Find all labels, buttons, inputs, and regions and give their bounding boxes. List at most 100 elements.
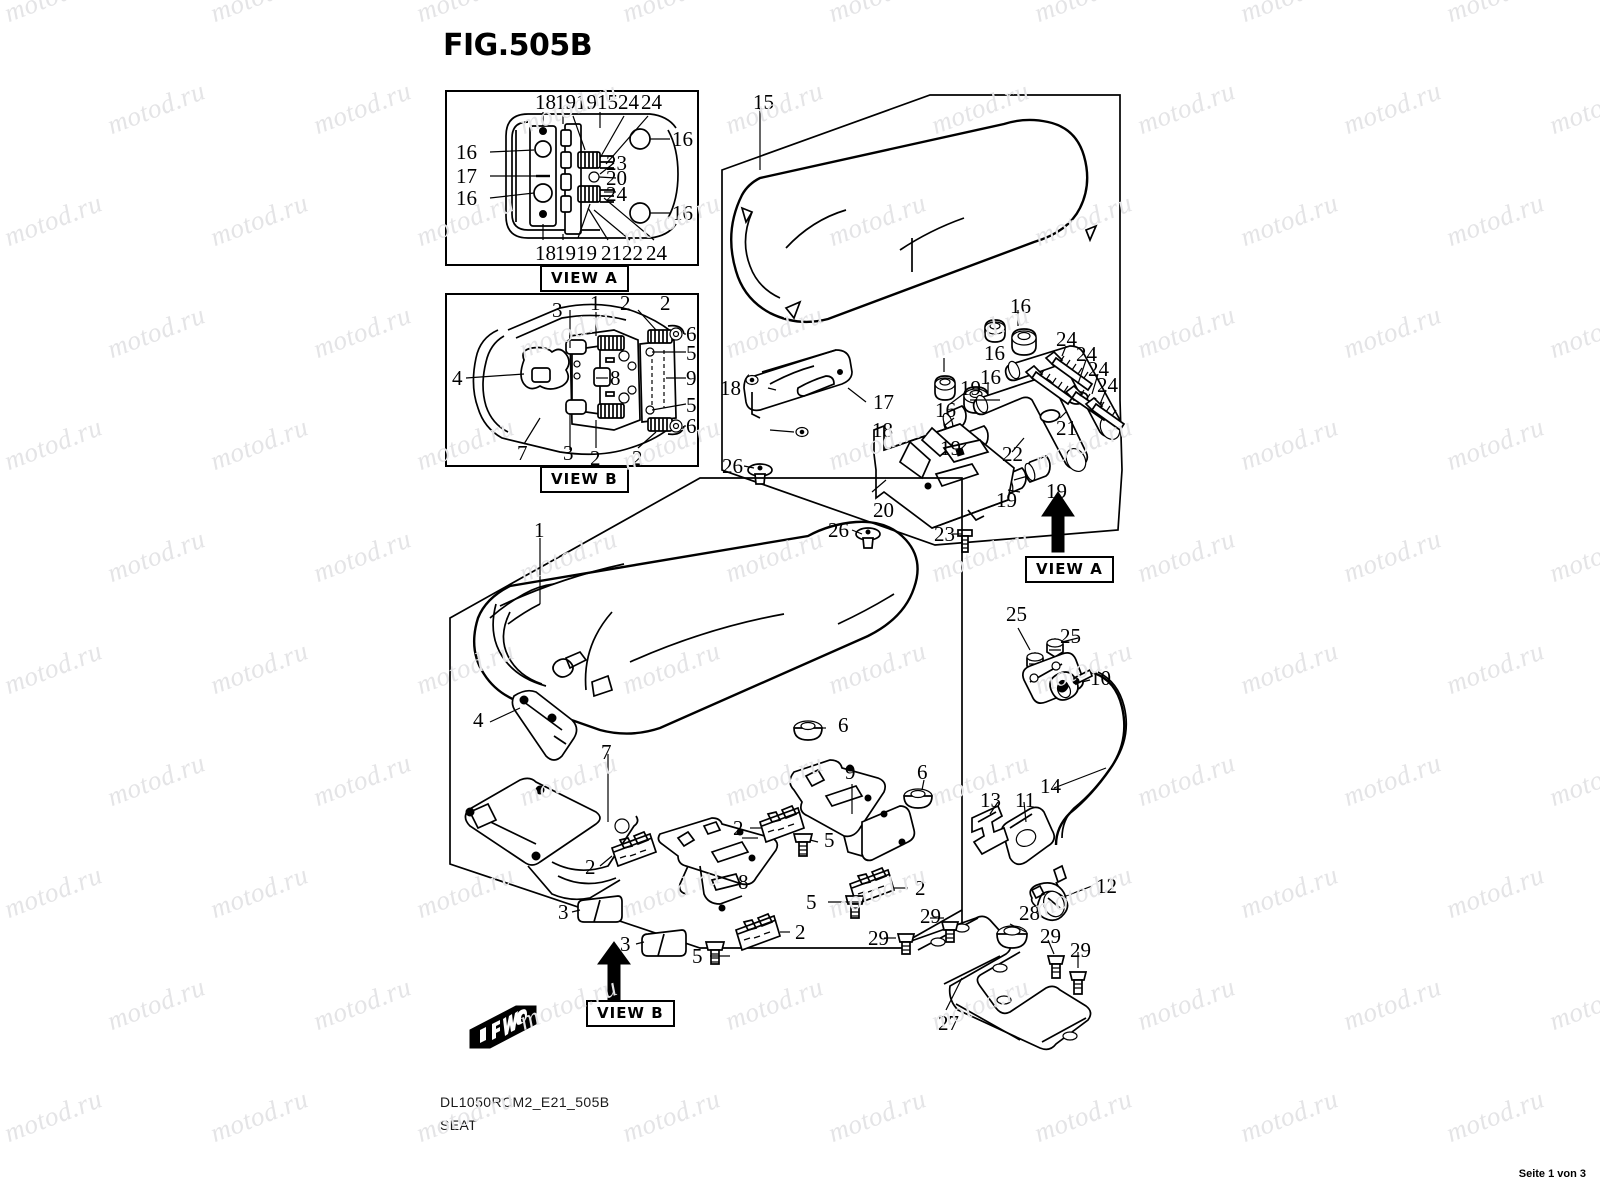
watermark-text: motod.ru — [721, 299, 828, 365]
callout-16: 16 — [672, 127, 693, 151]
callout-21: 21 — [601, 241, 622, 265]
watermark-text: motod.ru — [1442, 0, 1549, 29]
callout-8: 8 — [610, 366, 621, 390]
page-title: FIG.505B — [443, 28, 593, 63]
callout-2: 2 — [590, 446, 601, 470]
watermark-text: motod.ru — [206, 1083, 313, 1149]
watermark-text: motod.ru — [103, 971, 210, 1037]
callout-16: 16 — [935, 398, 956, 422]
callout-18: 18 — [535, 241, 556, 265]
watermark-text: motod.ru — [103, 1195, 210, 1200]
watermark-text: motod.ru — [721, 1195, 828, 1200]
callout-12: 12 — [1096, 874, 1117, 898]
watermark-text: motod.ru — [0, 523, 4, 589]
callout-16: 16 — [456, 140, 477, 164]
watermark-text: motod.ru — [0, 187, 107, 253]
callout-15: 15 — [597, 90, 618, 114]
callout-5: 5 — [692, 944, 703, 968]
callout-26: 26 — [722, 454, 743, 478]
watermark-text: motod.ru — [1133, 523, 1240, 589]
watermark-text: motod.ru — [1339, 523, 1446, 589]
callout-23: 23 — [934, 522, 955, 546]
watermark-text: motod.ru — [824, 635, 931, 701]
watermark-text: motod.ru — [206, 0, 313, 29]
watermark-text: motod.ru — [0, 747, 4, 813]
watermark-text: motod.ru — [1030, 859, 1137, 925]
watermark-text: motod.ru — [1545, 299, 1600, 365]
callout-22: 22 — [1002, 442, 1023, 466]
drawing-code: DL1050RCM2_E21_505B — [440, 1094, 610, 1110]
watermark-text: motod.ru — [618, 0, 725, 29]
callout-19: 19 — [555, 90, 576, 114]
watermark-text: motod.ru — [1339, 971, 1446, 1037]
watermark-text: motod.ru — [206, 635, 313, 701]
callout-29: 29 — [920, 904, 941, 928]
watermark-text: motod.ru — [721, 747, 828, 813]
watermark-text: motod.ru — [0, 1195, 4, 1200]
view-b-panel-tag: VIEW B — [540, 466, 629, 493]
callout-18: 18 — [535, 90, 556, 114]
callout-7: 7 — [517, 441, 528, 465]
watermark-text: motod.ru — [1030, 1083, 1137, 1149]
callout-24: 24 — [646, 241, 667, 265]
watermark-text: motod.ru — [309, 523, 416, 589]
front-seat-assembly-art — [449, 477, 963, 1049]
watermark-text: motod.ru — [721, 75, 828, 141]
watermark-text: motod.ru — [1442, 187, 1549, 253]
callout-19: 19 — [576, 241, 597, 265]
callout-1: 1 — [534, 518, 545, 542]
watermark-text: motod.ru — [824, 187, 931, 253]
callout-6: 6 — [686, 322, 697, 346]
callout-27: 27 — [938, 1011, 959, 1035]
watermark-text: motod.ru — [0, 0, 107, 29]
watermark-text: motod.ru — [1442, 635, 1549, 701]
watermark-text: motod.ru — [1236, 187, 1343, 253]
callout-16: 16 — [1010, 294, 1031, 318]
callout-19: 19 — [555, 241, 576, 265]
watermark-text: motod.ru — [0, 635, 107, 701]
callout-2: 2 — [733, 816, 744, 840]
fwd-badge — [469, 1005, 537, 1049]
watermark-text: motod.ru — [1442, 859, 1549, 925]
watermark-text: motod.ru — [1030, 187, 1137, 253]
callout-3: 3 — [563, 441, 574, 465]
watermark-text: motod.ru — [1545, 971, 1600, 1037]
watermark-text: motod.ru — [309, 747, 416, 813]
callout-19: 19 — [940, 436, 961, 460]
watermark-text: motod.ru — [206, 187, 313, 253]
watermark-text: motod.ru — [309, 1195, 416, 1200]
watermark-text: motod.ru — [1133, 1195, 1240, 1200]
drawing-name: SEAT — [440, 1117, 478, 1133]
callout-1: 1 — [590, 291, 601, 315]
callout-24: 24 — [641, 90, 662, 114]
callout-2: 2 — [660, 291, 671, 315]
watermark-text: motod.ru — [206, 859, 313, 925]
watermark-text: motod.ru — [206, 411, 313, 477]
watermark-text: motod.ru — [1133, 747, 1240, 813]
callout-16: 16 — [672, 201, 693, 225]
watermark-text: motod.ru — [103, 75, 210, 141]
watermark-text: motod.ru — [1339, 75, 1446, 141]
watermark-text: motod.ru — [0, 411, 107, 477]
callout-3: 3 — [552, 298, 563, 322]
watermark-text: motod.ru — [1236, 635, 1343, 701]
callout-9: 9 — [845, 760, 856, 784]
callout-29: 29 — [1070, 938, 1091, 962]
watermark-text: motod.ru — [1442, 1083, 1549, 1149]
callout-11: 11 — [1015, 788, 1036, 812]
callout-5: 5 — [824, 828, 835, 852]
callout-17: 17 — [456, 164, 477, 188]
watermark-text: motod.ru — [103, 747, 210, 813]
callout-5: 5 — [806, 890, 817, 914]
watermark-text: motod.ru — [1545, 747, 1600, 813]
callout-3: 3 — [620, 932, 631, 956]
callout-16: 16 — [980, 365, 1001, 389]
watermark-text: motod.ru — [721, 523, 828, 589]
watermark-text: motod.ru — [824, 1083, 931, 1149]
callout-24: 24 — [1056, 327, 1077, 351]
callout-2: 2 — [585, 855, 596, 879]
watermark-text: motod.ru — [412, 859, 519, 925]
watermark-text: motod.ru — [1339, 1195, 1446, 1200]
callout-19: 19 — [1046, 479, 1067, 503]
